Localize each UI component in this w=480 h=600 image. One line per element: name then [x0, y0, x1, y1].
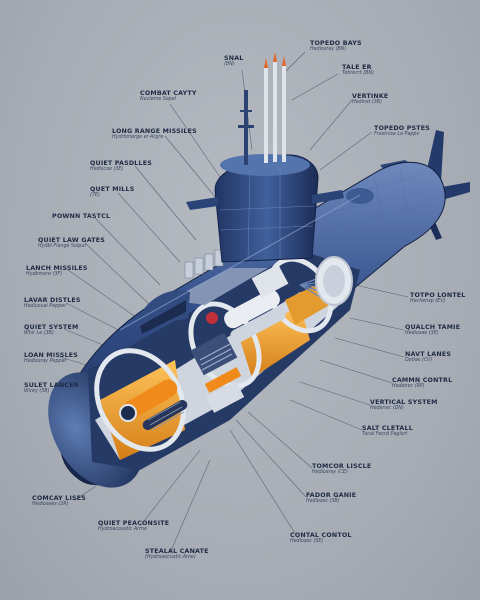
label-sub: Hediosees (2R)	[32, 502, 69, 508]
label-title: QUIET LAW GATES	[38, 237, 106, 244]
label-sub: Hydroacoustic Arrne	[98, 527, 148, 533]
label-title: QUIET PEACONSITE	[98, 520, 170, 527]
label-sub: (BN)	[224, 62, 235, 68]
label-title: FADOR GANIE	[306, 492, 357, 499]
label-title: LOAN MISSLES	[24, 352, 78, 359]
label-title: VERTINKE	[352, 93, 389, 100]
label-sub: Hechensp (EV)	[410, 299, 446, 305]
label-sub: Hedenec (DN)	[370, 406, 404, 412]
label-title: LAVAR DISTLES	[24, 297, 81, 304]
label-title: STEALAL CANATE	[145, 548, 209, 555]
label-sub: Hediosec (SE)	[290, 539, 324, 545]
label-sub: Tocal Fecrd Paglsrt	[362, 432, 408, 438]
label-title: TOPEDO PSTES	[374, 125, 431, 132]
label-title: LANCH MISSILES	[26, 265, 88, 272]
label-sub: Hediosec (3B)	[306, 499, 340, 505]
label-sub: Hediosray (BN)	[310, 47, 347, 53]
label-title: COMBAT CAYTY	[140, 90, 197, 97]
label-topedo-pstes: TOPEDO PSTES Frestnise Le Papps	[374, 125, 430, 138]
label-snal: SNAL (BN)	[224, 55, 244, 68]
label-sub: Nucleme Sopel	[140, 97, 177, 103]
label-sub: Wirey (5B)	[24, 389, 50, 395]
label-title: SNAL	[224, 55, 244, 62]
label-title: QUALCH TAMIE	[405, 324, 461, 331]
label-contal-contol: CONTAL CONTOL Hediosec (SE)	[290, 532, 352, 545]
label-lavar-distles: LAVAR DISTLES Hediusuai Pepper	[24, 297, 81, 310]
label-sub: Hediscoe (3E)	[90, 167, 124, 173]
label-tale-er: TALE ER Tohrecrt (BN)	[342, 64, 374, 77]
label-loan-missles: LOAN MISSLES Hediosray Pepper	[24, 352, 78, 365]
label-sub: Whir Le (3B)	[24, 331, 54, 337]
label-title: CAMMN CONTRL	[392, 377, 453, 384]
label-salt-cletall: SALT CLETALL Tocal Fecrd Paglsrt	[362, 425, 413, 438]
label-sub: Hydbmere (3F)	[26, 272, 63, 278]
label-sub: Hydbl Flange Solpur	[38, 244, 87, 250]
label-sub: Hydrbmarge er Argre	[112, 135, 164, 141]
label-cammn-contrl: CAMMN CONTRL Hedenec (RP)	[392, 377, 452, 390]
label-long-range-missiles: LONG RANGE MISSILES Hydrbmarge er Argre	[112, 128, 197, 141]
label-sub: Hediosray Pepper	[24, 359, 67, 365]
label-vertinke: VERTINKE Hedinst (3B)	[352, 93, 388, 106]
label-sub: (Hydroaocustic Arne)	[145, 555, 196, 561]
label-title: TOTPO LONTEL	[410, 292, 466, 299]
label-title: QUIET PASDLLES	[90, 160, 152, 167]
label-tomcor-liscle: TOMCOR LISCLE Hediosray (CE)	[312, 463, 371, 476]
label-title: SULET LANCER	[24, 382, 79, 389]
label-title: TOPEDO BAYS	[310, 40, 362, 47]
label-sub: Detlas (CV)	[405, 358, 433, 364]
label-vertical-system: VERTICAL SYSTEM Hedenec (DN)	[370, 399, 438, 412]
label-quiet-peaconsite: QUIET PEACONSITE Hydroacoustic Arrne	[98, 520, 169, 533]
label-title: COMCAY LISES	[32, 495, 87, 502]
label-title: QUIET SYSTEM	[24, 324, 79, 331]
label-sub: Hedenec (RP)	[392, 384, 425, 390]
label-title: SALT CLETALL	[362, 425, 413, 432]
label-sub: Tohrecrt (BN)	[342, 71, 374, 77]
label-combat-cayty: COMBAT CAYTY Nucleme Sopel	[140, 90, 197, 103]
label-sub: (7E)	[90, 193, 100, 199]
label-title: LONG RANGE MISSILES	[112, 128, 197, 135]
label-title: TOMCOR LISCLE	[312, 463, 372, 470]
label-title: TALE ER	[342, 64, 372, 71]
label-sulet-lancer: SULET LANCER Wirey (5B)	[24, 382, 79, 395]
label-sub: Hediusuai Pepper	[24, 304, 67, 310]
label-navt-lanes: NAVT LANES Detlas (CV)	[405, 351, 451, 364]
label-sub: Hedinst (3B)	[352, 100, 382, 106]
label-sub: Hediosray (CE)	[312, 470, 348, 476]
label-lanch-missiles: LANCH MISSILES Hydbmere (3F)	[26, 265, 88, 278]
label-qualch-tamie: QUALCH TAMIE Hediosae (3E)	[405, 324, 460, 337]
label-sub: Frestnise Le Papps	[374, 132, 419, 138]
label-title: POWNN TASTCL	[52, 213, 111, 220]
label-pownn-tastcl: POWNN TASTCL	[52, 213, 110, 220]
label-comcay-lises: COMCAY LISES Hediosees (2R)	[32, 495, 86, 508]
label-totpo-lontel: TOTPO LONTEL Hechensp (EV)	[410, 292, 466, 305]
label-quiet-pasdlles: QUIET PASDLLES Hediscoe (3E)	[90, 160, 152, 173]
label-quiet-system: QUIET SYSTEM Whir Le (3B)	[24, 324, 79, 337]
label-topedo-bays: TOPEDO BAYS Hediosray (BN)	[310, 40, 362, 53]
label-quet-mills: QUET MILLS (7E)	[90, 186, 134, 199]
label-title: CONTAL CONTOL	[290, 532, 352, 539]
label-stealal-canate: STEALAL CANATE (Hydroaocustic Arne)	[145, 548, 209, 561]
label-title: QUET MILLS	[90, 186, 135, 193]
label-title: NAVT LANES	[405, 351, 452, 358]
label-title: VERTICAL SYSTEM	[370, 399, 438, 406]
label-sub: Hediosae (3E)	[405, 331, 439, 337]
label-quiet-law-gates: QUIET LAW GATES Hydbl Flange Solpur	[38, 237, 105, 250]
label-fador-ganie: FADOR GANIE Hediosec (3B)	[306, 492, 356, 505]
